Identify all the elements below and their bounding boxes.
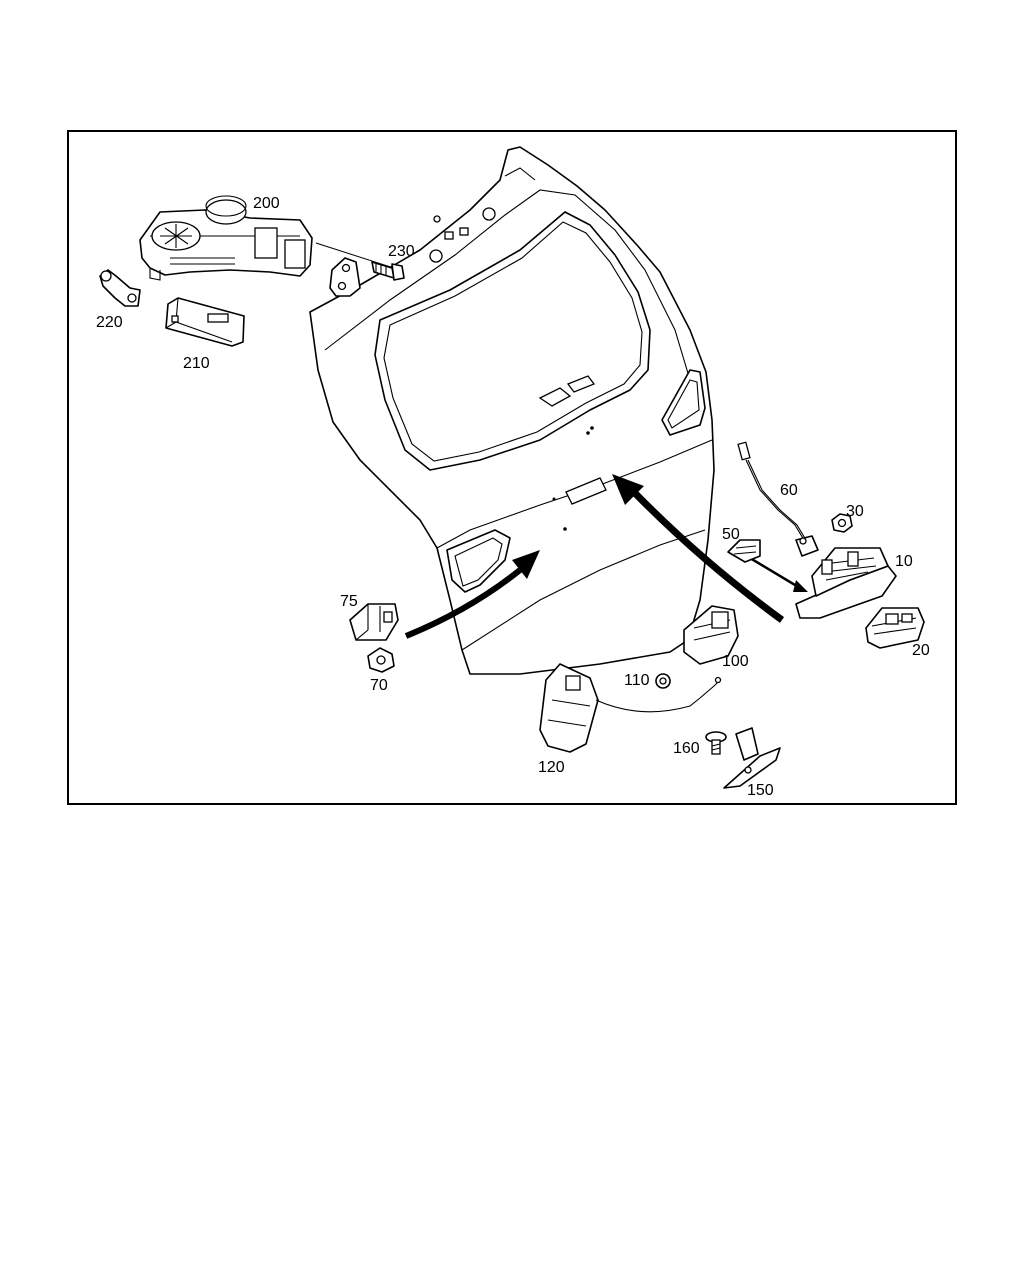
label-210: 210	[183, 355, 210, 372]
control-module-210	[165, 297, 245, 347]
label-150: 150	[747, 782, 774, 799]
nut-30	[831, 513, 853, 533]
label-230: 230	[388, 243, 415, 260]
hinge-230	[329, 257, 405, 297]
lock-100	[683, 605, 739, 665]
clip-50	[727, 539, 761, 563]
label-200: 200	[253, 195, 280, 212]
arrow-10-to-panel	[612, 474, 785, 623]
arrow-75-to-panel	[404, 550, 540, 639]
lamp-20	[865, 607, 925, 649]
label-120: 120	[538, 759, 565, 776]
label-110: 110	[624, 672, 650, 689]
tailgate-panel	[309, 146, 715, 675]
label-20: 20	[912, 642, 930, 659]
actuator-120	[539, 663, 722, 753]
bracket-75	[349, 603, 399, 641]
label-100: 100	[722, 653, 749, 670]
label-160: 160	[673, 740, 700, 757]
screw-160	[705, 731, 727, 755]
arrow-50-to-10	[749, 556, 808, 592]
diagram-frame	[67, 130, 957, 805]
label-60: 60	[780, 482, 798, 499]
label-30: 30	[846, 503, 864, 520]
label-50: 50	[722, 526, 740, 543]
label-10: 10	[895, 553, 913, 570]
wire-harness-60	[737, 441, 819, 557]
label-70: 70	[370, 677, 388, 694]
clip-70	[367, 647, 395, 673]
label-220: 220	[96, 314, 123, 331]
drive-unit-200	[139, 195, 313, 281]
bracket-220	[99, 269, 141, 307]
handle-module-10	[795, 547, 897, 619]
part-labels: 200 230 220 210 60 30 50 10 75 20 100 11…	[96, 195, 930, 799]
label-75: 75	[340, 593, 358, 610]
bolt-110	[655, 673, 671, 689]
striker-150	[723, 727, 781, 789]
